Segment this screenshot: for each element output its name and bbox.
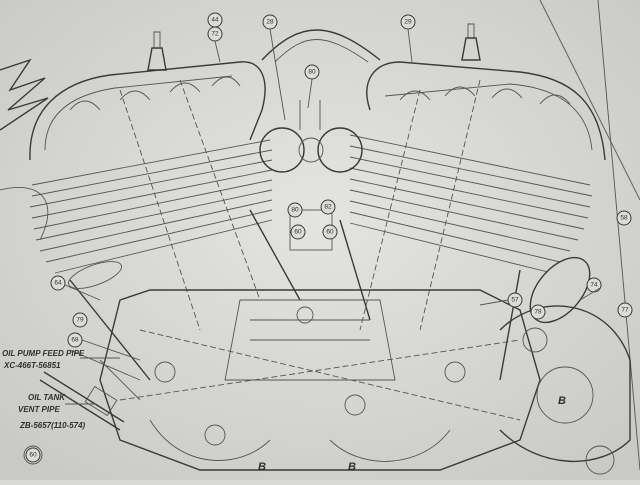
callout-balloon: 60 [322,224,338,240]
oil-tank-vent-pipe [23,349,141,465]
callout-balloon: 64 [50,275,66,291]
section-mark: B [558,395,566,407]
oil-tank-label-line2: VENT PIPE [18,405,60,414]
frame-border-line [597,0,640,471]
svg-text:64: 64 [54,280,62,287]
svg-text:77: 77 [621,307,629,314]
right-cylinder [339,23,606,381]
svg-text:80: 80 [291,207,299,214]
callout-balloon: 58 [616,210,632,226]
svg-text:60: 60 [29,452,37,459]
svg-text:58: 58 [620,215,628,222]
callout-balloon: 79 [72,312,88,328]
callout-balloon: 28 [262,14,278,30]
callout-balloon: 57 [507,292,523,308]
section-mark: B [348,461,356,473]
callout-balloon: 44 [207,12,223,28]
left-cylinder [29,31,301,381]
callout-balloon: 74 [586,277,602,293]
callout-balloon: 77 [617,302,633,318]
oil-pump-feed-pipe-label: OIL PUMP FEED PIPE [2,349,85,358]
pipe-labels: OIL PUMP FEED PIPE XC-466T-56851 OIL TAN… [2,349,120,430]
oil-tank-part-number: ZB-5657(110-574) [19,421,86,430]
callout-balloon: 80 [287,202,303,218]
svg-text:68: 68 [71,337,79,344]
svg-text:80: 80 [308,69,316,76]
svg-text:57: 57 [511,297,519,304]
svg-text:29: 29 [404,19,412,26]
svg-text:78: 78 [534,309,542,316]
svg-text:60: 60 [294,229,302,236]
section-mark: B [258,461,266,473]
oil-pump-feed-pipe-part-number: XC-466T-56851 [3,361,61,370]
frame-border-line [539,0,640,201]
callout-balloon: 82 [320,199,336,215]
svg-text:72: 72 [211,31,219,38]
intake-manifold [259,29,381,251]
leader-lines [64,28,601,361]
callout-balloon: 80 [304,64,320,80]
svg-text:28: 28 [266,19,274,26]
crankcase [99,289,541,471]
callout-balloon: 68 [67,332,83,348]
svg-text:60: 60 [326,229,334,236]
oil-tank-label-line1: OIL TANK [28,393,66,402]
callout-balloon: 78 [530,304,546,320]
svg-text:74: 74 [590,282,598,289]
section-marks: B B B [258,395,566,473]
callout-balloon: 60 [25,447,41,463]
svg-text:44: 44 [211,17,219,24]
callout-balloon: 29 [400,14,416,30]
callout-balloon: 60 [290,224,306,240]
svg-text:82: 82 [324,204,332,211]
svg-text:79: 79 [76,317,84,324]
left-corner-fins [0,58,49,241]
part-callouts: 44 72 80 80 82 60 60 64 68 79 57 78 74 7… [25,12,633,463]
callout-balloon: 72 [207,26,223,42]
